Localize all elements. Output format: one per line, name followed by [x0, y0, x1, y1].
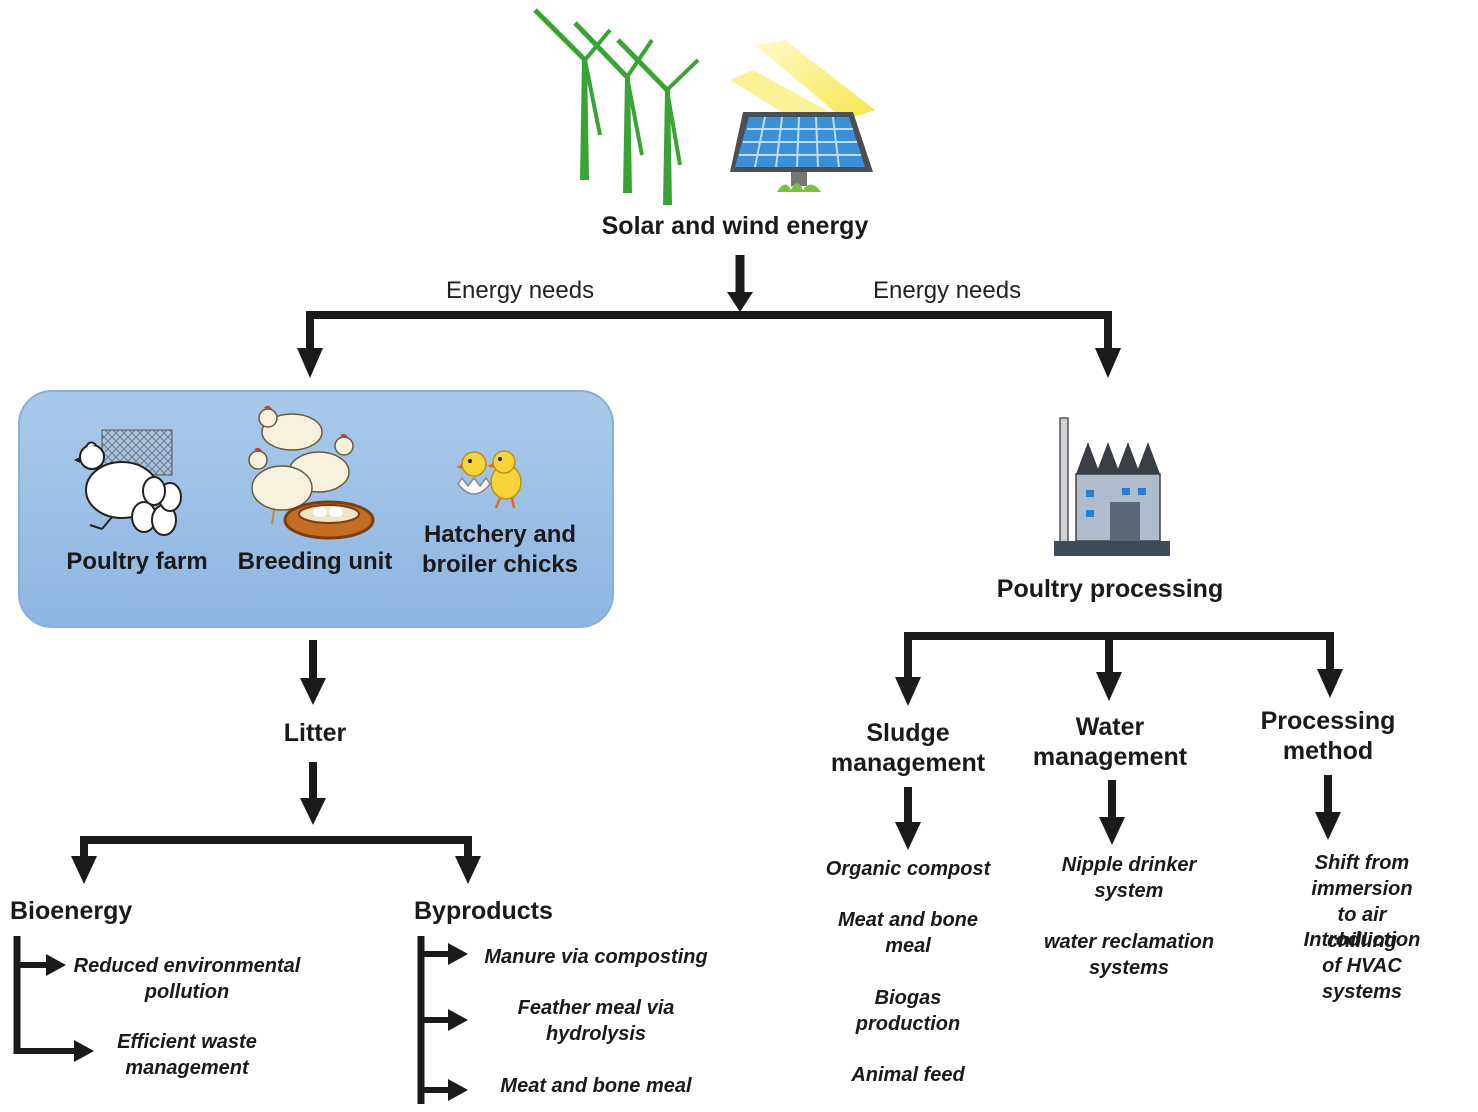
- sludge-item: Meat and bone meal: [837, 909, 979, 957]
- arrowhead-method: [1317, 669, 1343, 698]
- method-item: Shift from immersion to air chilling: [1311, 852, 1413, 952]
- wind-turbines-icon: [533, 8, 700, 205]
- byproducts-title: Byproducts: [414, 897, 553, 925]
- energy-title: Solar and wind energy: [601, 212, 869, 240]
- arrowhead-energy: [727, 292, 753, 312]
- arrowhead-sludge-items: [895, 822, 921, 850]
- arrowhead-sludge: [895, 677, 921, 706]
- arrowhead-bioenergy: [71, 856, 97, 884]
- hens-nest-icon: [248, 405, 375, 540]
- method-title: Processing method: [1260, 707, 1396, 765]
- sludge-item: Animal feed: [851, 1064, 965, 1086]
- edge-label-energy-left: Energy needs: [446, 277, 595, 304]
- edge-label-energy-right: Energy needs: [873, 277, 1022, 304]
- chicks-hatching-icon: [456, 450, 522, 509]
- byproducts-item: Manure via composting: [484, 946, 708, 968]
- bioenergy-item: Reduced environmental pollution: [73, 955, 301, 1003]
- hen-with-eggs-icon: [74, 429, 182, 536]
- farm-item-label: Hatchery and broiler chicks: [421, 521, 579, 578]
- solar-panel-icon: [730, 40, 875, 192]
- water-item: Nipple drinker system: [1061, 854, 1197, 902]
- sludge-item: Organic compost: [825, 858, 991, 880]
- sludge-title: Sludge management: [830, 719, 986, 777]
- arrowhead-processing: [1095, 348, 1121, 378]
- litter-label: Litter: [283, 719, 347, 747]
- water-title: Water management: [1032, 713, 1188, 771]
- arrowhead-method-items: [1315, 812, 1341, 840]
- farm-item-label: Poultry farm: [66, 548, 208, 575]
- farm-item-label: Breeding unit: [237, 548, 393, 575]
- arrowhead-water: [1096, 672, 1122, 701]
- arrowhead-litter-split: [300, 798, 326, 825]
- arrowhead-byp-2: [448, 1009, 468, 1031]
- factory-icon: [1054, 417, 1170, 556]
- sludge-item: Biogas production: [855, 987, 961, 1035]
- arrowhead-byp-3: [448, 1079, 468, 1101]
- arrowhead-byp-1: [448, 943, 468, 965]
- bioenergy-title: Bioenergy: [10, 897, 133, 925]
- byproducts-item: Meat and bone meal: [500, 1075, 692, 1097]
- arrowhead-litter: [300, 678, 326, 705]
- arrowhead-water-items: [1099, 817, 1125, 845]
- arrowhead-bio-1: [46, 954, 66, 976]
- byproducts-item: Feather meal via hydrolysis: [517, 997, 675, 1045]
- water-item: water reclamation systems: [1043, 931, 1215, 979]
- method-item: Introduction of HVAC systems: [1303, 929, 1421, 1003]
- processing-title: Poultry processing: [996, 575, 1224, 603]
- arrowhead-byproducts: [455, 856, 481, 884]
- bioenergy-item: Efficient waste management: [117, 1031, 257, 1079]
- arrowhead-bio-2: [74, 1040, 94, 1062]
- arrowhead-farm: [297, 348, 323, 378]
